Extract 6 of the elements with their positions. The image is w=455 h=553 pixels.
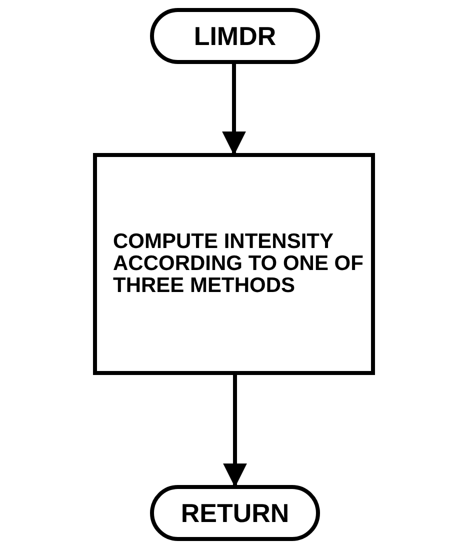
- arrow: [222, 64, 246, 156]
- process-box: [93, 153, 375, 375]
- node-text: RETURN: [180, 496, 290, 530]
- node-text: COMPUTE INTENSITY ACCORDING TO ONE OF THREE METHODS: [113, 230, 364, 298]
- arrow: [223, 375, 247, 488]
- node-text: LIMDR: [194, 20, 276, 52]
